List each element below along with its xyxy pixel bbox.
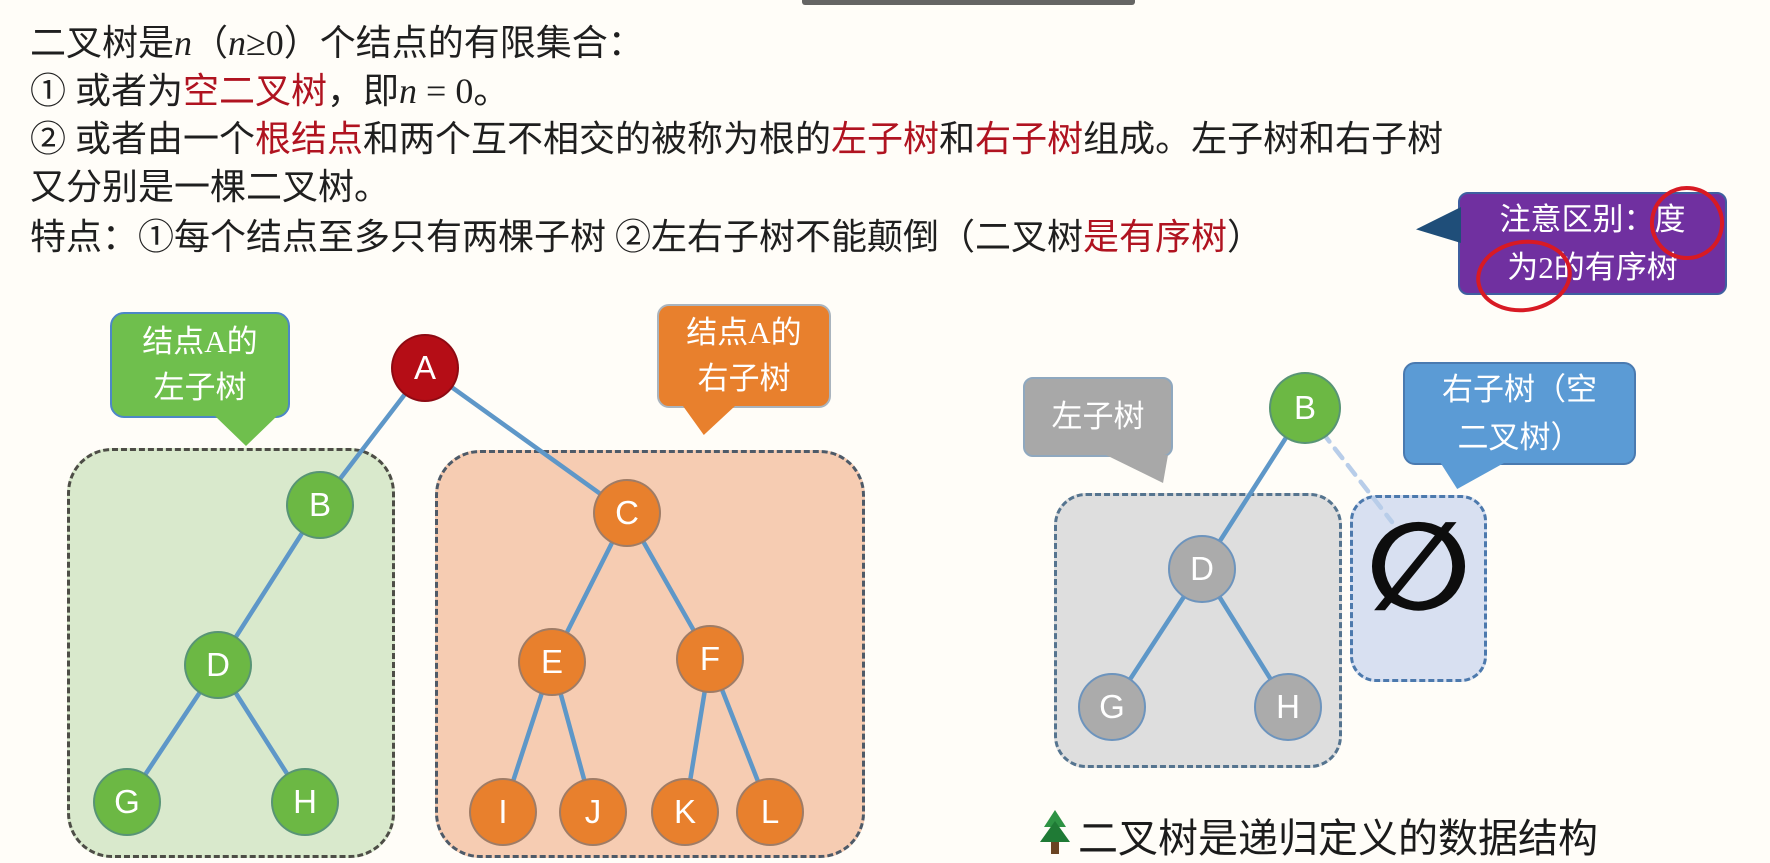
gray-left-subtree-callout: 左子树	[1023, 377, 1173, 457]
callout-line: 结点A的	[142, 324, 258, 359]
node-label: G	[114, 783, 140, 820]
text-segment: 二叉树是	[30, 23, 175, 63]
recursive-definition-caption: 二叉树是递归定义的数据结构	[1078, 816, 1598, 861]
callout-line: 左子树	[1051, 399, 1145, 434]
text-segment: ② 或者由一个	[30, 119, 256, 159]
callout-line: 结点A的	[686, 315, 802, 350]
edge-B2-empty-dashed	[1319, 429, 1395, 525]
definition-line-3: ② 或者由一个根结点和两个互不相交的被称为根的左子树和右子树组成。左子树和右子树	[30, 110, 1443, 162]
node-label: L	[760, 793, 780, 830]
pine-tree-bottom	[1040, 821, 1070, 842]
pine-tree-trunk	[1051, 842, 1059, 854]
text-segment: 又分别是一棵二叉树。	[30, 167, 391, 207]
variable-n: n	[399, 71, 418, 111]
highlight-root-node: 根结点	[255, 119, 364, 159]
node-label: C	[615, 494, 639, 531]
node-label: D	[206, 646, 230, 683]
tree-node-G-right: G	[1078, 673, 1146, 741]
node-label: B	[308, 486, 331, 523]
node-label: G	[1099, 688, 1125, 725]
node-label: J	[584, 793, 602, 830]
highlight-right-subtree: 右子树	[975, 119, 1084, 159]
highlight-ordered-tree: 是有序树	[1083, 217, 1228, 257]
callout-line: 注意区别：度	[1499, 201, 1686, 237]
tree-node-H-right: H	[1254, 673, 1322, 741]
text-segment: = 0。	[417, 71, 510, 111]
text-segment: 和	[939, 119, 976, 159]
node-label: E	[540, 643, 563, 680]
node-label: D	[1190, 550, 1214, 587]
tree-node-I: I	[469, 778, 537, 846]
edge-A-C	[422, 365, 630, 516]
node-label: F	[699, 640, 721, 677]
definition-line-2: ① 或者为空二叉树，即n = 0。	[30, 62, 509, 114]
empty-set-symbol: ∅	[1366, 496, 1471, 638]
features-line: 特点：①每个结点至多只有两棵子树 ②左右子树不能颠倒（二叉树是有序树）	[30, 208, 1263, 260]
tree-node-E: E	[518, 628, 586, 696]
text-segment: 组成。左子树和右子树	[1083, 119, 1444, 159]
tree-node-A: A	[391, 334, 459, 402]
tree-node-B: B	[286, 471, 354, 539]
pine-tree-icon	[1038, 810, 1074, 858]
callout-line: 右子树	[697, 361, 791, 396]
variable-n: n	[228, 23, 247, 63]
tree-node-C: C	[593, 479, 661, 547]
callout-line: 左子树	[153, 370, 247, 405]
node-label: K	[673, 793, 696, 830]
text-segment: ① 或者为	[30, 71, 184, 111]
text-segment: 和两个互不相交的被称为根的	[363, 119, 832, 159]
text-segment: ）	[1227, 217, 1264, 257]
title-underline-bar	[802, 0, 1135, 5]
text-segment: ≥0）个结点的有限集合：	[246, 23, 644, 63]
definition-line-1: 二叉树是n（n≥0）个结点的有限集合：	[30, 14, 644, 66]
text-segment: 特点：①每个结点至多只有两棵子树 ②左右子树不能颠倒（二叉树	[30, 217, 1084, 257]
empty-right-subtree-callout: 右子树（空 二叉树）	[1403, 362, 1636, 465]
tree-node-J: J	[559, 778, 627, 846]
empty-subtree-region	[1350, 495, 1487, 682]
node-label: H	[1276, 688, 1300, 725]
tree-node-H: H	[271, 768, 339, 836]
tree-node-B-right: B	[1269, 372, 1341, 444]
variable-n: n	[174, 23, 193, 63]
right-subtree-callout: 结点A的 右子树	[657, 304, 831, 408]
callout-line: 二叉树）	[1457, 419, 1582, 455]
text-segment: （	[192, 23, 229, 63]
definition-line-4: 又分别是一棵二叉树。	[30, 158, 390, 210]
tree-node-K: K	[651, 778, 719, 846]
node-label: A	[413, 349, 436, 386]
highlight-empty-tree: 空二叉树	[183, 71, 328, 111]
node-label: H	[293, 783, 317, 820]
highlight-left-subtree: 左子树	[831, 119, 940, 159]
tree-node-F: F	[676, 625, 744, 693]
note-callout: 注意区别：度 为2的有序树	[1458, 192, 1727, 295]
callout-line: 为2的有序树	[1507, 249, 1678, 285]
callout-line: 右子树（空	[1442, 371, 1597, 407]
node-label: B	[1293, 389, 1316, 426]
text-segment: ，即	[327, 71, 400, 111]
tree-node-D: D	[184, 631, 252, 699]
tree-node-D-right: D	[1168, 535, 1236, 603]
tree-node-G: G	[93, 768, 161, 836]
left-subtree-callout: 结点A的 左子树	[110, 312, 290, 418]
node-label: I	[498, 793, 508, 830]
tree-node-L: L	[736, 778, 804, 846]
